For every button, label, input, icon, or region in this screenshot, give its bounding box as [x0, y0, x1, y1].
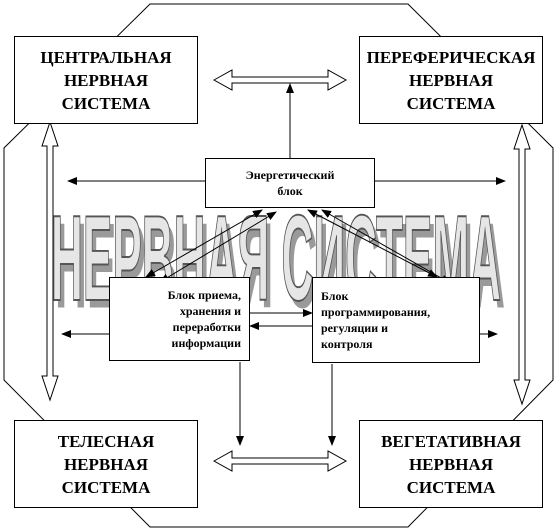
reception-block-box: Блок приема, хранения и переработки инфо…: [109, 277, 250, 361]
double-arrow-right: [513, 123, 531, 406]
energy-block-box: Энергетический блок: [205, 158, 375, 208]
arrow-energy-programming-2: [321, 209, 451, 284]
peripheral-nervous-system-label: ПЕРЕФЕРИЧЕСКАЯ НЕРВНАЯ СИСТЕМА: [366, 47, 536, 113]
connector-arrows: [61, 83, 506, 446]
arrow-energy-reception-2: [159, 211, 277, 283]
vegetative-nervous-system-label: ВЕГЕТАТИВНАЯ НЕРВНАЯ СИСТЕМА: [381, 431, 521, 497]
double-arrow-left: [41, 120, 59, 402]
somatic-nervous-system-label: ТЕЛЕСНАЯ НЕРВНАЯ СИСТЕМА: [57, 431, 155, 497]
central-nervous-system-label: ЦЕНТРАЛЬНАЯ НЕРВНАЯ СИСТЕМА: [40, 47, 172, 113]
programming-block-label: Блок программирования, регуляции и контр…: [321, 289, 431, 351]
double-arrow-top: [212, 69, 348, 91]
peripheral-nervous-system-box: ПЕРЕФЕРИЧЕСКАЯ НЕРВНАЯ СИСТЕМА: [359, 36, 543, 124]
vegetative-nervous-system-box: ВЕГЕТАТИВНАЯ НЕРВНАЯ СИСТЕМА: [359, 420, 543, 508]
reception-block-label: Блок приема, хранения и переработки инфо…: [167, 288, 241, 350]
central-nervous-system-box: ЦЕНТРАЛЬНАЯ НЕРВНАЯ СИСТЕМА: [14, 36, 198, 124]
energy-block-label: Энергетический блок: [245, 168, 335, 198]
double-arrow-bottom: [212, 450, 348, 472]
somatic-nervous-system-box: ТЕЛЕСНАЯ НЕРВНАЯ СИСТЕМА: [14, 420, 198, 508]
programming-block-box: Блок программирования, регуляции и контр…: [312, 277, 480, 363]
